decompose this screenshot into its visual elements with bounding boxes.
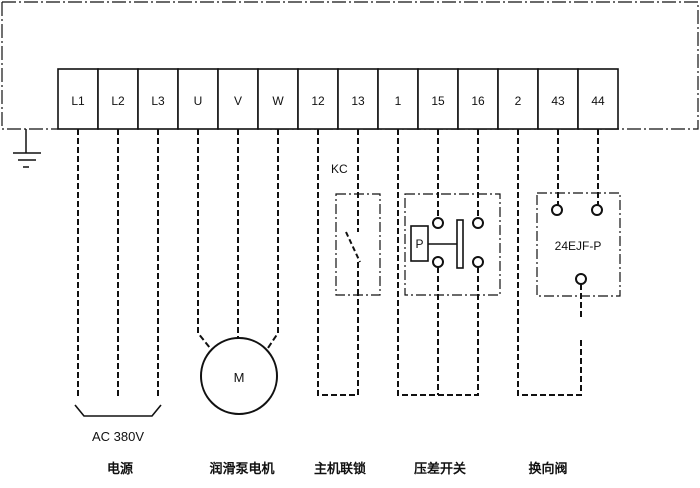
- kc-label: KC: [331, 162, 348, 176]
- kc-switch-contact: [345, 231, 361, 263]
- terminal-label: L1: [71, 94, 85, 108]
- terminal-12: [297, 68, 339, 130]
- terminal-node-icon: [575, 273, 587, 285]
- wire: [317, 129, 359, 396]
- terminal-44: [577, 68, 619, 130]
- terminal-node-icon: [432, 217, 444, 229]
- terminal-v: [217, 68, 259, 130]
- terminal-strip: L1 L2 L3 U V W 12 13 1 15 16 2 43 44: [57, 68, 619, 130]
- terminal-label: L2: [111, 94, 125, 108]
- terminal-label: 16: [471, 94, 485, 108]
- terminal-label: 13: [351, 94, 365, 108]
- group-label-valve: 换向阀: [528, 461, 567, 477]
- terminal-label: 43: [551, 94, 565, 108]
- wire: [197, 129, 211, 349]
- valve-box: [536, 192, 621, 297]
- terminal-w: [257, 68, 299, 130]
- terminal-node-icon: [472, 256, 484, 268]
- power-spec-label: AC 380V: [92, 429, 144, 444]
- wire: [267, 129, 279, 349]
- terminal-13: [337, 68, 379, 130]
- motor-label: M: [234, 370, 245, 385]
- terminal-label: 15: [431, 94, 445, 108]
- group-label-interlock: 主机联锁: [314, 461, 366, 477]
- group-label-pressure-switch: 压差开关: [414, 461, 466, 477]
- terminal-label: W: [272, 94, 284, 108]
- kc-contact-box: [335, 193, 381, 296]
- pressure-contact-bar: [456, 219, 464, 269]
- wire: [517, 129, 582, 396]
- terminal-l3: [137, 68, 179, 130]
- pressure-switch-box: [404, 193, 501, 296]
- terminal-label: 12: [311, 94, 325, 108]
- pressure-sensor-label: P: [415, 237, 423, 251]
- motor-symbol: [200, 337, 278, 415]
- terminal-label: V: [234, 94, 242, 108]
- terminal-label: 1: [395, 94, 402, 108]
- valve-model-label: 24EJF-P: [555, 239, 602, 253]
- terminal-label: U: [194, 94, 203, 108]
- group-label-power: 电源: [107, 461, 133, 477]
- terminal-15: [417, 68, 459, 130]
- terminal-label: 2: [515, 94, 522, 108]
- terminal-label: L3: [151, 94, 165, 108]
- terminal-node-icon: [432, 256, 444, 268]
- group-label-pump-motor: 润滑泵电机: [209, 461, 274, 477]
- power-bracket: [74, 404, 162, 417]
- terminal-label: 44: [591, 94, 605, 108]
- terminal-node-icon: [551, 204, 563, 216]
- ground-icon: [13, 129, 41, 168]
- terminal-16: [457, 68, 499, 130]
- terminal-node-icon: [472, 217, 484, 229]
- terminal-node-icon: [591, 204, 603, 216]
